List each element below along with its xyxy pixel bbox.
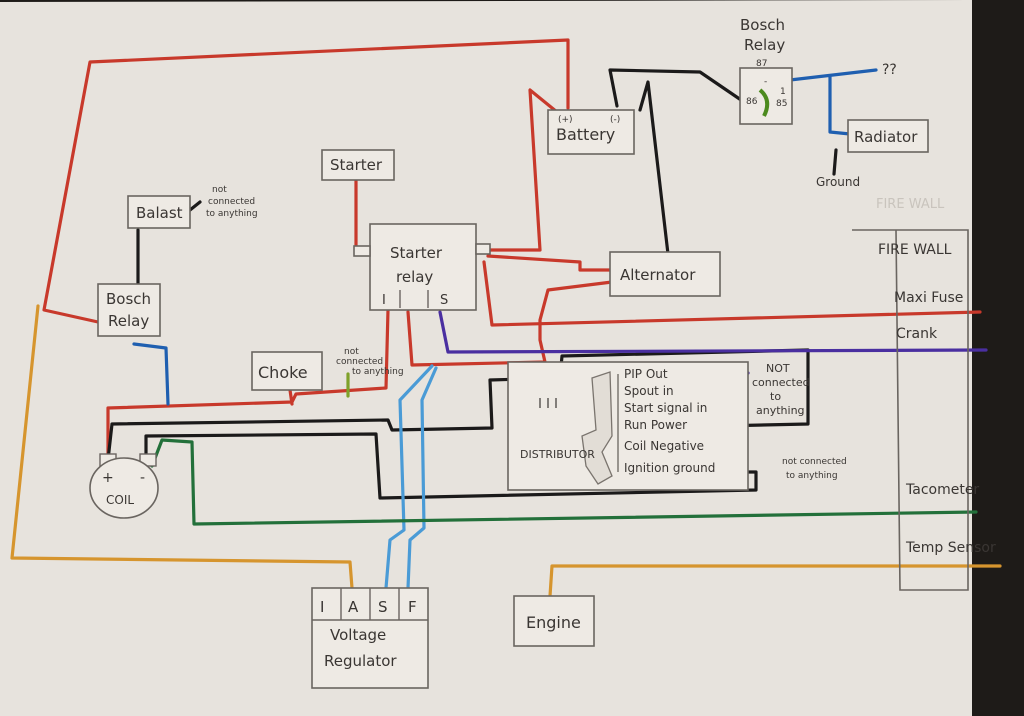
vr-pin-i: I (320, 598, 324, 616)
ignition-note-2: to anything (786, 471, 838, 481)
relay-dash: - (764, 77, 767, 87)
distributor-box (507, 361, 749, 491)
starter-relay-pin-s: S (440, 293, 448, 308)
relay-pin-85: 85 (776, 99, 787, 109)
alternator-box (609, 251, 721, 297)
alternator-label: Alternator (620, 266, 696, 284)
starter-relay-pin-i: I (382, 293, 386, 308)
red-wire-battery-relay (486, 88, 559, 252)
black-wire-run-power (106, 348, 810, 462)
balast-box (127, 195, 191, 229)
choke-note-3: to anything (352, 367, 404, 377)
battery-minus: (-) (610, 115, 620, 125)
distributor-pin-coil-negative: Coil Negative (624, 439, 704, 453)
balast-label: Balast (136, 204, 183, 222)
distributor-pin-start-signal: Start signal in (624, 401, 707, 415)
light-blue-wire-s (406, 366, 438, 590)
purple-wire-crank (438, 310, 988, 354)
choke-note-1: not (344, 347, 359, 357)
black-wire-battery-top-relay (608, 68, 746, 108)
vr-pin-s: S (378, 598, 388, 616)
red-wire-top-loop (42, 38, 570, 324)
black-wire-ignition-ground (144, 432, 758, 500)
firewall-ghost-label: FIRE WALL (876, 197, 945, 212)
blue-wire-bosch-relay (132, 342, 170, 406)
left-relay-line1: Bosch (106, 290, 151, 308)
coil-label: COIL (106, 493, 134, 507)
choke-note-2: connected (336, 357, 383, 367)
starter-relay-box (369, 223, 477, 311)
starter-relay-line2: relay (396, 268, 433, 286)
black-wire-radiator-ground (832, 148, 838, 176)
balast-note-3: to anything (206, 209, 258, 219)
ground-label: Ground (816, 175, 860, 189)
vr-line1: Voltage (330, 626, 386, 644)
vr-pin-f: F (408, 598, 417, 616)
starter-label: Starter (330, 156, 383, 174)
starter-relay-line1: Starter (390, 244, 443, 262)
battery-label: Battery (556, 125, 615, 144)
distributor-pin-ignition-ground: Ignition ground (624, 461, 715, 475)
balast-note-2: connected (208, 197, 255, 207)
firewall-maxi-fuse: Maxi Fuse (894, 290, 963, 306)
firewall-label: FIRE WALL (878, 242, 952, 258)
black-wire-balast-note (188, 200, 202, 212)
red-wire-relay-i (106, 308, 390, 462)
relay-pin-86: 86 (746, 97, 758, 107)
light-blue-wire-a (384, 364, 434, 590)
battery-box (547, 109, 635, 155)
coil-plus: + (102, 470, 114, 486)
top-relay-title-2: Relay (744, 36, 785, 54)
battery-plus: (+) (558, 115, 573, 125)
top-relay-title-1: Bosch (740, 16, 785, 34)
engine-box (513, 595, 595, 647)
not-connected-2: connected (752, 376, 810, 389)
unknown-label: ?? (882, 62, 897, 78)
distributor-label: DISTRIBUTOR (520, 448, 595, 461)
orange-wire-engine (548, 564, 1002, 598)
vr-line2: Regulator (324, 652, 397, 670)
choke-label: Choke (258, 363, 308, 382)
left-bosch-relay-box (97, 283, 161, 337)
firewall-tacometer: Tacometer (905, 482, 979, 498)
relay-pin-87: 87 (756, 59, 767, 69)
distributor-rotor-shape (581, 371, 613, 485)
red-wire-distributor (406, 280, 614, 367)
orange-wire-temp (10, 304, 354, 590)
starter-box (321, 149, 395, 181)
distributor-pin-pip-out: PIP Out (624, 367, 668, 381)
green-wire-tacometer (150, 438, 978, 526)
distributor-pin-spout-in: Spout in (624, 384, 674, 398)
relay-pin-1: 1 (780, 87, 786, 97)
radiator-box (847, 119, 929, 153)
not-connected-4: anything (756, 404, 805, 417)
distributor-pin-run-power: Run Power (624, 418, 687, 432)
left-relay-line2: Relay (108, 312, 149, 330)
balast-note-1: not (212, 185, 227, 195)
firewall-crank: Crank (896, 326, 938, 342)
red-wire-relay-alternator (486, 254, 612, 272)
red-wire-choke (288, 388, 294, 406)
radiator-label: Radiator (854, 128, 918, 146)
red-wire-maxi-fuse (482, 260, 982, 327)
coil-minus: - (140, 470, 145, 486)
relay-green-link (758, 88, 770, 117)
firewall-box (852, 229, 969, 591)
not-connected-3: to (770, 390, 781, 403)
ignition-note-1: not connected (782, 457, 847, 467)
blue-wire-relay-radiator (788, 68, 878, 136)
starter-relay-right-terminal (475, 243, 491, 255)
vr-pin-a: A (348, 598, 359, 616)
starter-relay-left-terminal (353, 245, 371, 257)
choke-box (251, 351, 323, 391)
firewall-temp-sensor: Temp Sensor (905, 540, 996, 556)
coil-body (89, 457, 159, 519)
black-wire-alternator (638, 80, 670, 256)
engine-label: Engine (526, 613, 581, 632)
table-edge (972, 0, 1024, 716)
not-connected-1: NOT (766, 362, 790, 375)
